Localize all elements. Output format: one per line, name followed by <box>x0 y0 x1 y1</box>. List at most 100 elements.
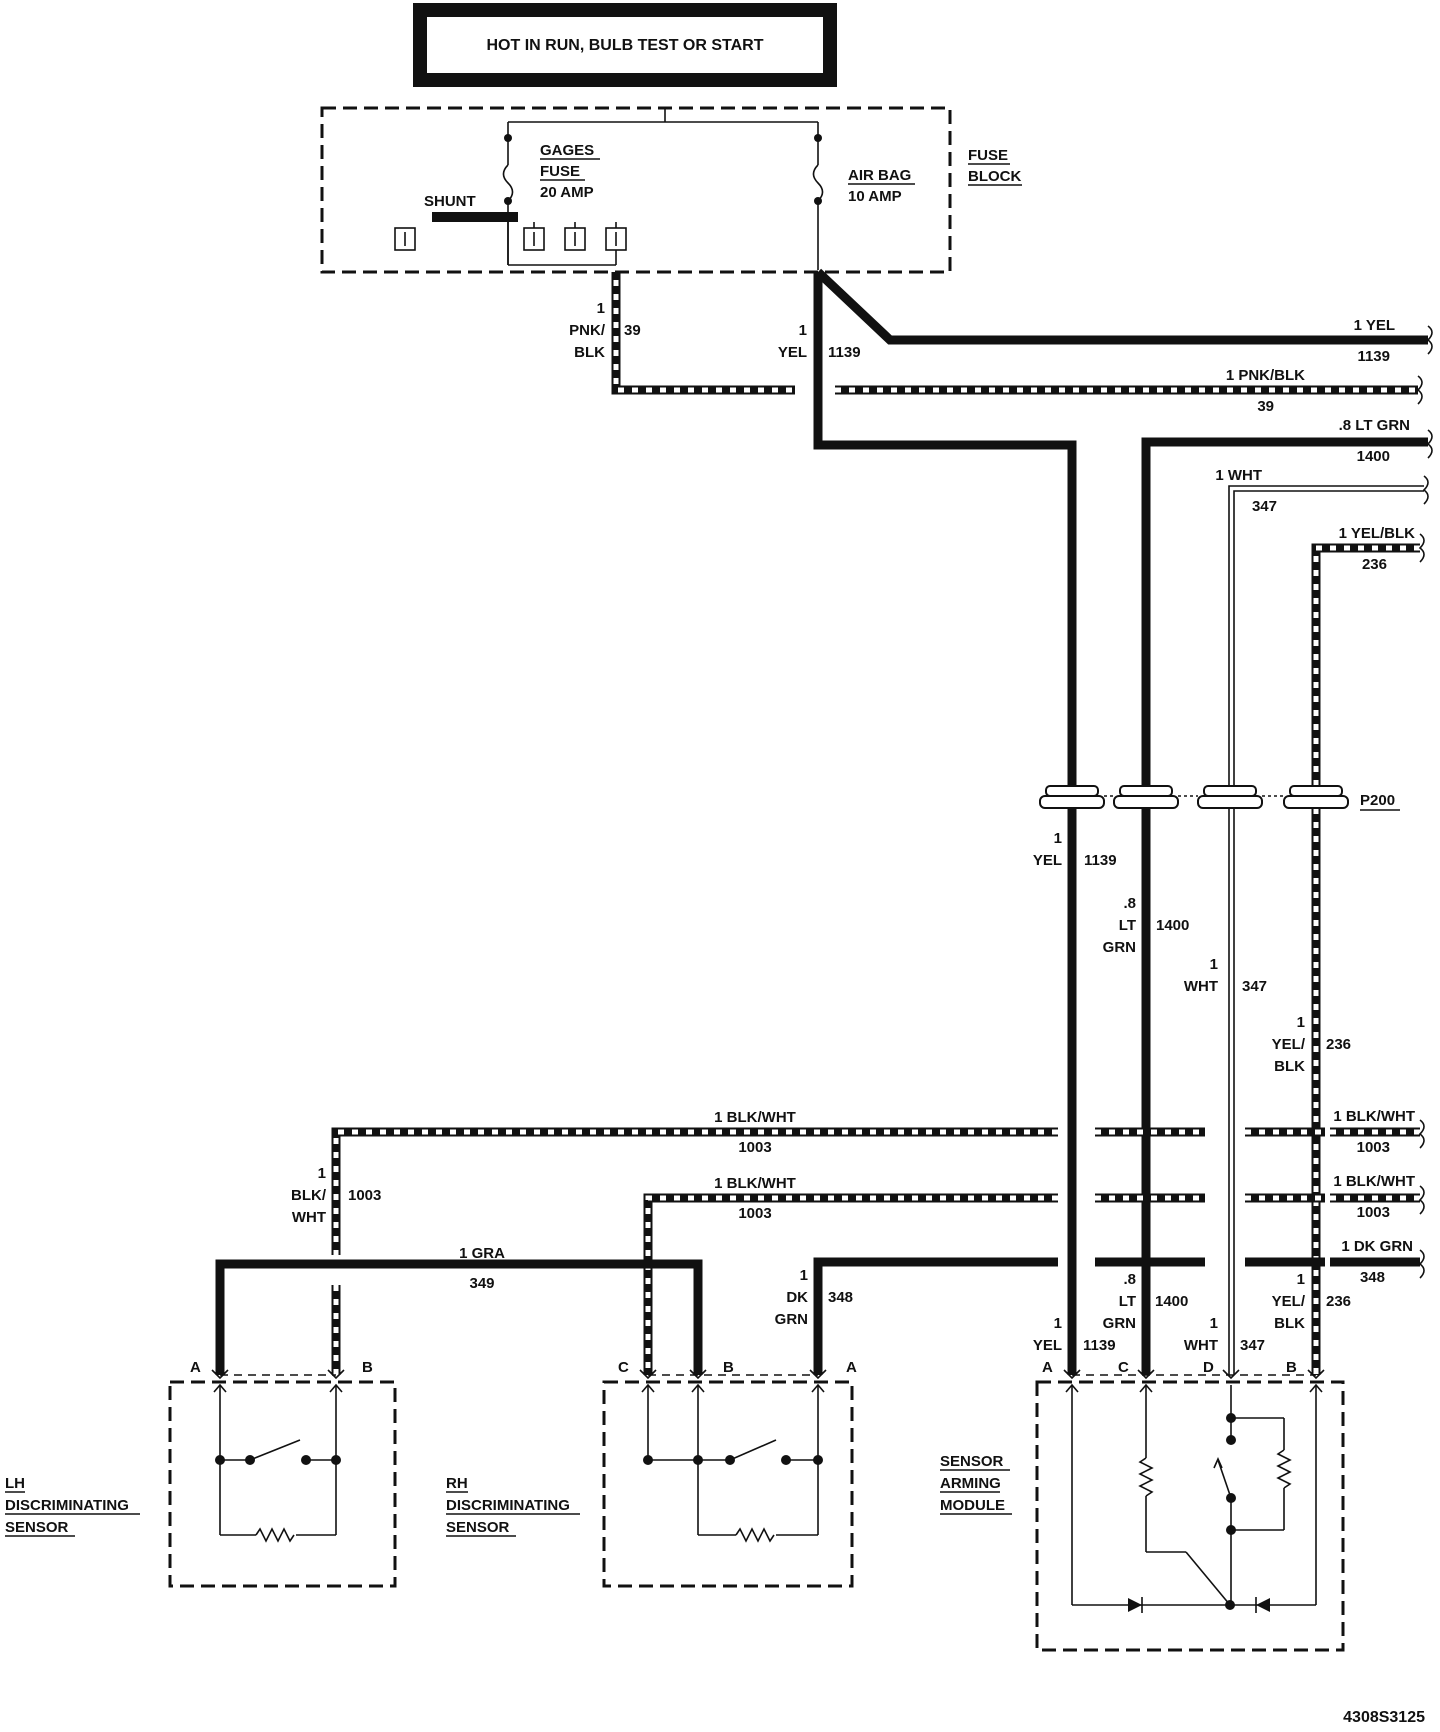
svg-text:1: 1 <box>318 1165 326 1182</box>
svg-text:20 AMP: 20 AMP <box>540 184 594 201</box>
wire-blkwht-1003-b <box>643 1193 1058 1375</box>
wire-wht-347 <box>1228 485 1424 1375</box>
svg-text:39: 39 <box>1257 398 1274 415</box>
svg-text:1 WHT: 1 WHT <box>1215 467 1262 484</box>
svg-text:1 BLK/WHT: 1 BLK/WHT <box>1333 1173 1415 1190</box>
svg-text:SENSOR: SENSOR <box>940 1453 1004 1470</box>
svg-text:ARMING: ARMING <box>940 1475 1001 1492</box>
svg-text:YEL/: YEL/ <box>1272 1036 1306 1053</box>
svg-text:.8: .8 <box>1123 895 1136 912</box>
svg-text:WHT: WHT <box>292 1209 326 1226</box>
svg-text:GRN: GRN <box>775 1311 808 1328</box>
svg-text:1 PNK/BLK: 1 PNK/BLK <box>1226 367 1305 384</box>
svg-text:1: 1 <box>1210 956 1218 973</box>
svg-text:AIR BAG: AIR BAG <box>848 167 911 184</box>
wire-gra-349 <box>215 1259 703 1375</box>
svg-text:BLK: BLK <box>1274 1315 1305 1332</box>
svg-text:1 BLK/WHT: 1 BLK/WHT <box>1333 1108 1415 1125</box>
svg-text:1 YEL: 1 YEL <box>1354 317 1395 334</box>
svg-text:PNK/: PNK/ <box>569 322 606 339</box>
svg-text:LT: LT <box>1119 917 1136 934</box>
svg-text:B: B <box>1286 1359 1297 1376</box>
svg-text:YEL/: YEL/ <box>1272 1293 1306 1310</box>
svg-text:347: 347 <box>1252 498 1277 515</box>
diode-icon <box>1256 1598 1270 1612</box>
p200-label: P200 <box>1360 792 1395 809</box>
gages-fuse-icon <box>502 164 514 202</box>
svg-text:1139: 1139 <box>1357 348 1390 365</box>
diode-icon <box>1128 1598 1142 1612</box>
svg-text:WHT: WHT <box>1184 1337 1218 1354</box>
figure-id: 4308S3125 <box>1343 1709 1425 1726</box>
svg-text:BLK/: BLK/ <box>291 1187 327 1204</box>
svg-text:1 DK GRN: 1 DK GRN <box>1341 1238 1413 1255</box>
resistor-icon <box>735 1527 775 1543</box>
svg-text:A: A <box>846 1359 857 1376</box>
wire-pnk-blk-39 <box>611 272 795 395</box>
airbag-fuse-icon <box>812 164 824 202</box>
svg-text:1139: 1139 <box>1083 1337 1116 1354</box>
svg-text:1: 1 <box>1054 1315 1062 1332</box>
svg-text:1: 1 <box>1297 1014 1305 1031</box>
svg-text:D: D <box>1203 1359 1214 1376</box>
svg-text:1003: 1003 <box>1357 1204 1390 1221</box>
lh-discriminating-sensor: A B LH DISCRIMINATING SENSOR <box>5 1359 397 1588</box>
fuse-block: SHUNT GAGES FUSE 20 AMP AIR BAG 10 AMP F… <box>320 106 1022 274</box>
svg-text:1 BLK/WHT: 1 BLK/WHT <box>714 1175 796 1192</box>
resistor-icon <box>1276 1449 1292 1489</box>
svg-text:GRN: GRN <box>1103 939 1136 956</box>
svg-text:1 GRA: 1 GRA <box>459 1245 505 1262</box>
svg-text:YEL: YEL <box>1033 852 1062 869</box>
fuse-terminals <box>394 222 627 266</box>
svg-text:1: 1 <box>1054 830 1062 847</box>
resistor-icon <box>255 1527 295 1543</box>
wire-yel-1139-right <box>814 268 1428 345</box>
svg-text:1: 1 <box>1210 1315 1218 1332</box>
svg-text:.8: .8 <box>1123 1271 1136 1288</box>
svg-text:1139: 1139 <box>1084 852 1117 869</box>
p200-cavity-2 <box>1113 785 1179 809</box>
connector-p200: P200 <box>1039 785 1400 811</box>
svg-text:1003: 1003 <box>738 1139 771 1156</box>
svg-text:RH: RH <box>446 1475 468 1492</box>
svg-text:1139: 1139 <box>828 344 861 361</box>
sensor-arming-module: A C D B SENSOR ARMING <box>940 1359 1345 1652</box>
svg-text:349: 349 <box>469 1275 494 1292</box>
fuse-block-label: FUSE <box>968 147 1008 164</box>
svg-text:A: A <box>190 1359 201 1376</box>
svg-text:BLK: BLK <box>1274 1058 1305 1075</box>
wire-ltgrn-1400 <box>1141 437 1428 1375</box>
wire-dkgrn-348 <box>813 1257 1058 1375</box>
p200-cavity-4 <box>1283 785 1349 809</box>
svg-text:348: 348 <box>828 1289 853 1306</box>
svg-text:348: 348 <box>1360 1269 1385 1286</box>
svg-text:DISCRIMINATING: DISCRIMINATING <box>446 1497 570 1514</box>
svg-text:1 BLK/WHT: 1 BLK/WHT <box>714 1109 796 1126</box>
wire-terminations <box>1416 325 1433 1279</box>
svg-text:BLOCK: BLOCK <box>968 168 1021 185</box>
svg-text:A: A <box>1042 1359 1053 1376</box>
shunt-label: SHUNT <box>424 193 476 210</box>
p200-cavity-3 <box>1197 785 1263 809</box>
svg-text:236: 236 <box>1326 1036 1351 1053</box>
svg-text:DISCRIMINATING: DISCRIMINATING <box>5 1497 129 1514</box>
svg-text:347: 347 <box>1240 1337 1265 1354</box>
p200-cavity-1 <box>1039 785 1105 809</box>
svg-text:1400: 1400 <box>1155 1293 1188 1310</box>
svg-text:GAGES: GAGES <box>540 142 594 159</box>
svg-text:1: 1 <box>800 1267 808 1284</box>
shunt-bar <box>432 212 518 222</box>
svg-text:1: 1 <box>597 300 605 317</box>
svg-text:.8 LT GRN: .8 LT GRN <box>1339 417 1410 434</box>
svg-text:1 YEL/BLK: 1 YEL/BLK <box>1339 525 1416 542</box>
svg-text:YEL: YEL <box>778 344 807 361</box>
title-box: HOT IN RUN, BULB TEST OR START <box>413 3 837 87</box>
svg-text:WHT: WHT <box>1184 978 1218 995</box>
svg-text:B: B <box>362 1359 373 1376</box>
svg-text:DK: DK <box>786 1289 808 1306</box>
svg-text:1400: 1400 <box>1357 448 1390 465</box>
svg-text:1: 1 <box>1297 1271 1305 1288</box>
svg-text:SENSOR: SENSOR <box>5 1519 69 1536</box>
title-text: HOT IN RUN, BULB TEST OR START <box>486 37 763 54</box>
